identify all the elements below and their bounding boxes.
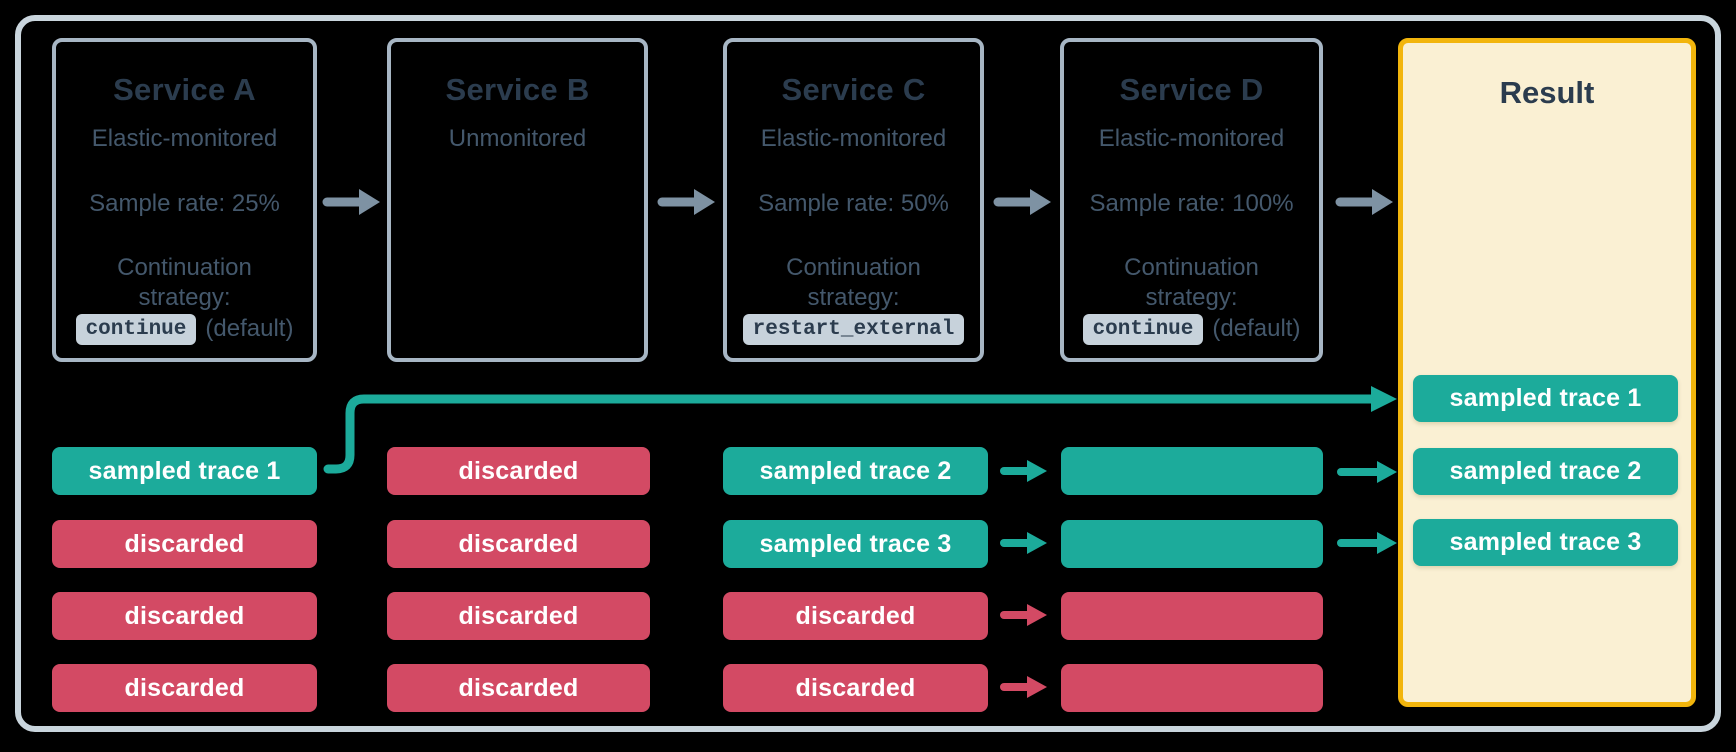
flow-arrow-c-to-d-icon bbox=[993, 186, 1053, 218]
service-a-strategy-suffix: (default) bbox=[205, 315, 294, 342]
result-trace-chip: sampled trace 1 bbox=[1413, 375, 1678, 422]
result-trace-chip: sampled trace 3 bbox=[1413, 519, 1678, 566]
service-d-box: Service D Elastic-monitored Sample rate:… bbox=[1060, 38, 1323, 362]
service-d-strategy-label: Continuation strategy: bbox=[1124, 254, 1259, 311]
diagram-frame bbox=[15, 15, 1721, 732]
service-b-title: Service B bbox=[445, 72, 590, 107]
service-d-strategy-code-chip: continue bbox=[1082, 313, 1204, 345]
service-c-sample-rate: Sample rate: 50% bbox=[758, 190, 949, 217]
service-c-title: Service C bbox=[781, 72, 926, 107]
result-trace-chip: sampled trace 2 bbox=[1413, 448, 1678, 495]
trace-chip: discarded bbox=[723, 592, 988, 640]
trace-arrow-c-to-d-row4-icon bbox=[1000, 673, 1048, 701]
trace-arrow-d-to-result-row1-icon bbox=[1336, 458, 1398, 486]
trace-bar bbox=[1061, 520, 1323, 568]
trace-bar bbox=[1061, 664, 1323, 712]
trace-chip: discarded bbox=[387, 520, 650, 568]
service-a-title: Service A bbox=[113, 72, 256, 107]
service-a-strategy-value: continue (default) bbox=[56, 312, 313, 346]
flow-arrow-a-to-b-icon bbox=[322, 186, 382, 218]
trace-arrow-d-to-result-row2-icon bbox=[1336, 529, 1398, 557]
service-b-monitoring: Unmonitored bbox=[448, 125, 587, 152]
result-box: Result bbox=[1398, 38, 1696, 707]
service-d-sample-rate: Sample rate: 100% bbox=[1089, 190, 1294, 217]
service-c-strategy-code-chip: restart_external bbox=[742, 313, 965, 345]
service-a-sample-rate: Sample rate: 25% bbox=[89, 190, 280, 217]
service-a-strategy-label: Continuation strategy: bbox=[117, 254, 252, 311]
service-d-strategy-suffix: (default) bbox=[1212, 315, 1301, 342]
trace-bar bbox=[1061, 447, 1323, 495]
trace-chip: discarded bbox=[723, 664, 988, 712]
trace-chip: sampled trace 2 bbox=[723, 447, 988, 495]
flow-arrow-d-to-result-icon bbox=[1335, 186, 1395, 218]
service-b-box: Service B Unmonitored bbox=[387, 38, 648, 362]
service-c-box: Service C Elastic-monitored Sample rate:… bbox=[723, 38, 984, 362]
service-d-title: Service D bbox=[1119, 72, 1264, 107]
service-c-strategy-label: Continuation strategy: bbox=[786, 254, 921, 311]
service-c-monitoring: Elastic-monitored bbox=[760, 125, 947, 152]
sampled-trace-1-curve-arrow-icon bbox=[315, 360, 1410, 490]
trace-chip: sampled trace 3 bbox=[723, 520, 988, 568]
trace-chip: discarded bbox=[52, 592, 317, 640]
trace-chip: discarded bbox=[387, 664, 650, 712]
service-d-strategy-value: continue (default) bbox=[1064, 312, 1319, 346]
trace-chip: discarded bbox=[387, 592, 650, 640]
trace-chip: sampled trace 1 bbox=[52, 447, 317, 495]
trace-arrow-c-to-d-row1-icon bbox=[1000, 457, 1048, 485]
service-d-monitoring: Elastic-monitored bbox=[1098, 125, 1285, 152]
service-a-box: Service A Elastic-monitored Sample rate:… bbox=[52, 38, 317, 362]
trace-chip: discarded bbox=[52, 664, 317, 712]
flow-arrow-b-to-c-icon bbox=[657, 186, 717, 218]
trace-bar bbox=[1061, 592, 1323, 640]
trace-chip: discarded bbox=[52, 520, 317, 568]
trace-chip: discarded bbox=[387, 447, 650, 495]
service-a-monitoring: Elastic-monitored bbox=[91, 125, 278, 152]
trace-arrow-c-to-d-row2-icon bbox=[1000, 529, 1048, 557]
service-c-strategy-value: restart_external bbox=[727, 312, 980, 346]
trace-arrow-c-to-d-row3-icon bbox=[1000, 601, 1048, 629]
result-title: Result bbox=[1499, 75, 1595, 110]
service-a-strategy-code-chip: continue bbox=[75, 313, 197, 345]
